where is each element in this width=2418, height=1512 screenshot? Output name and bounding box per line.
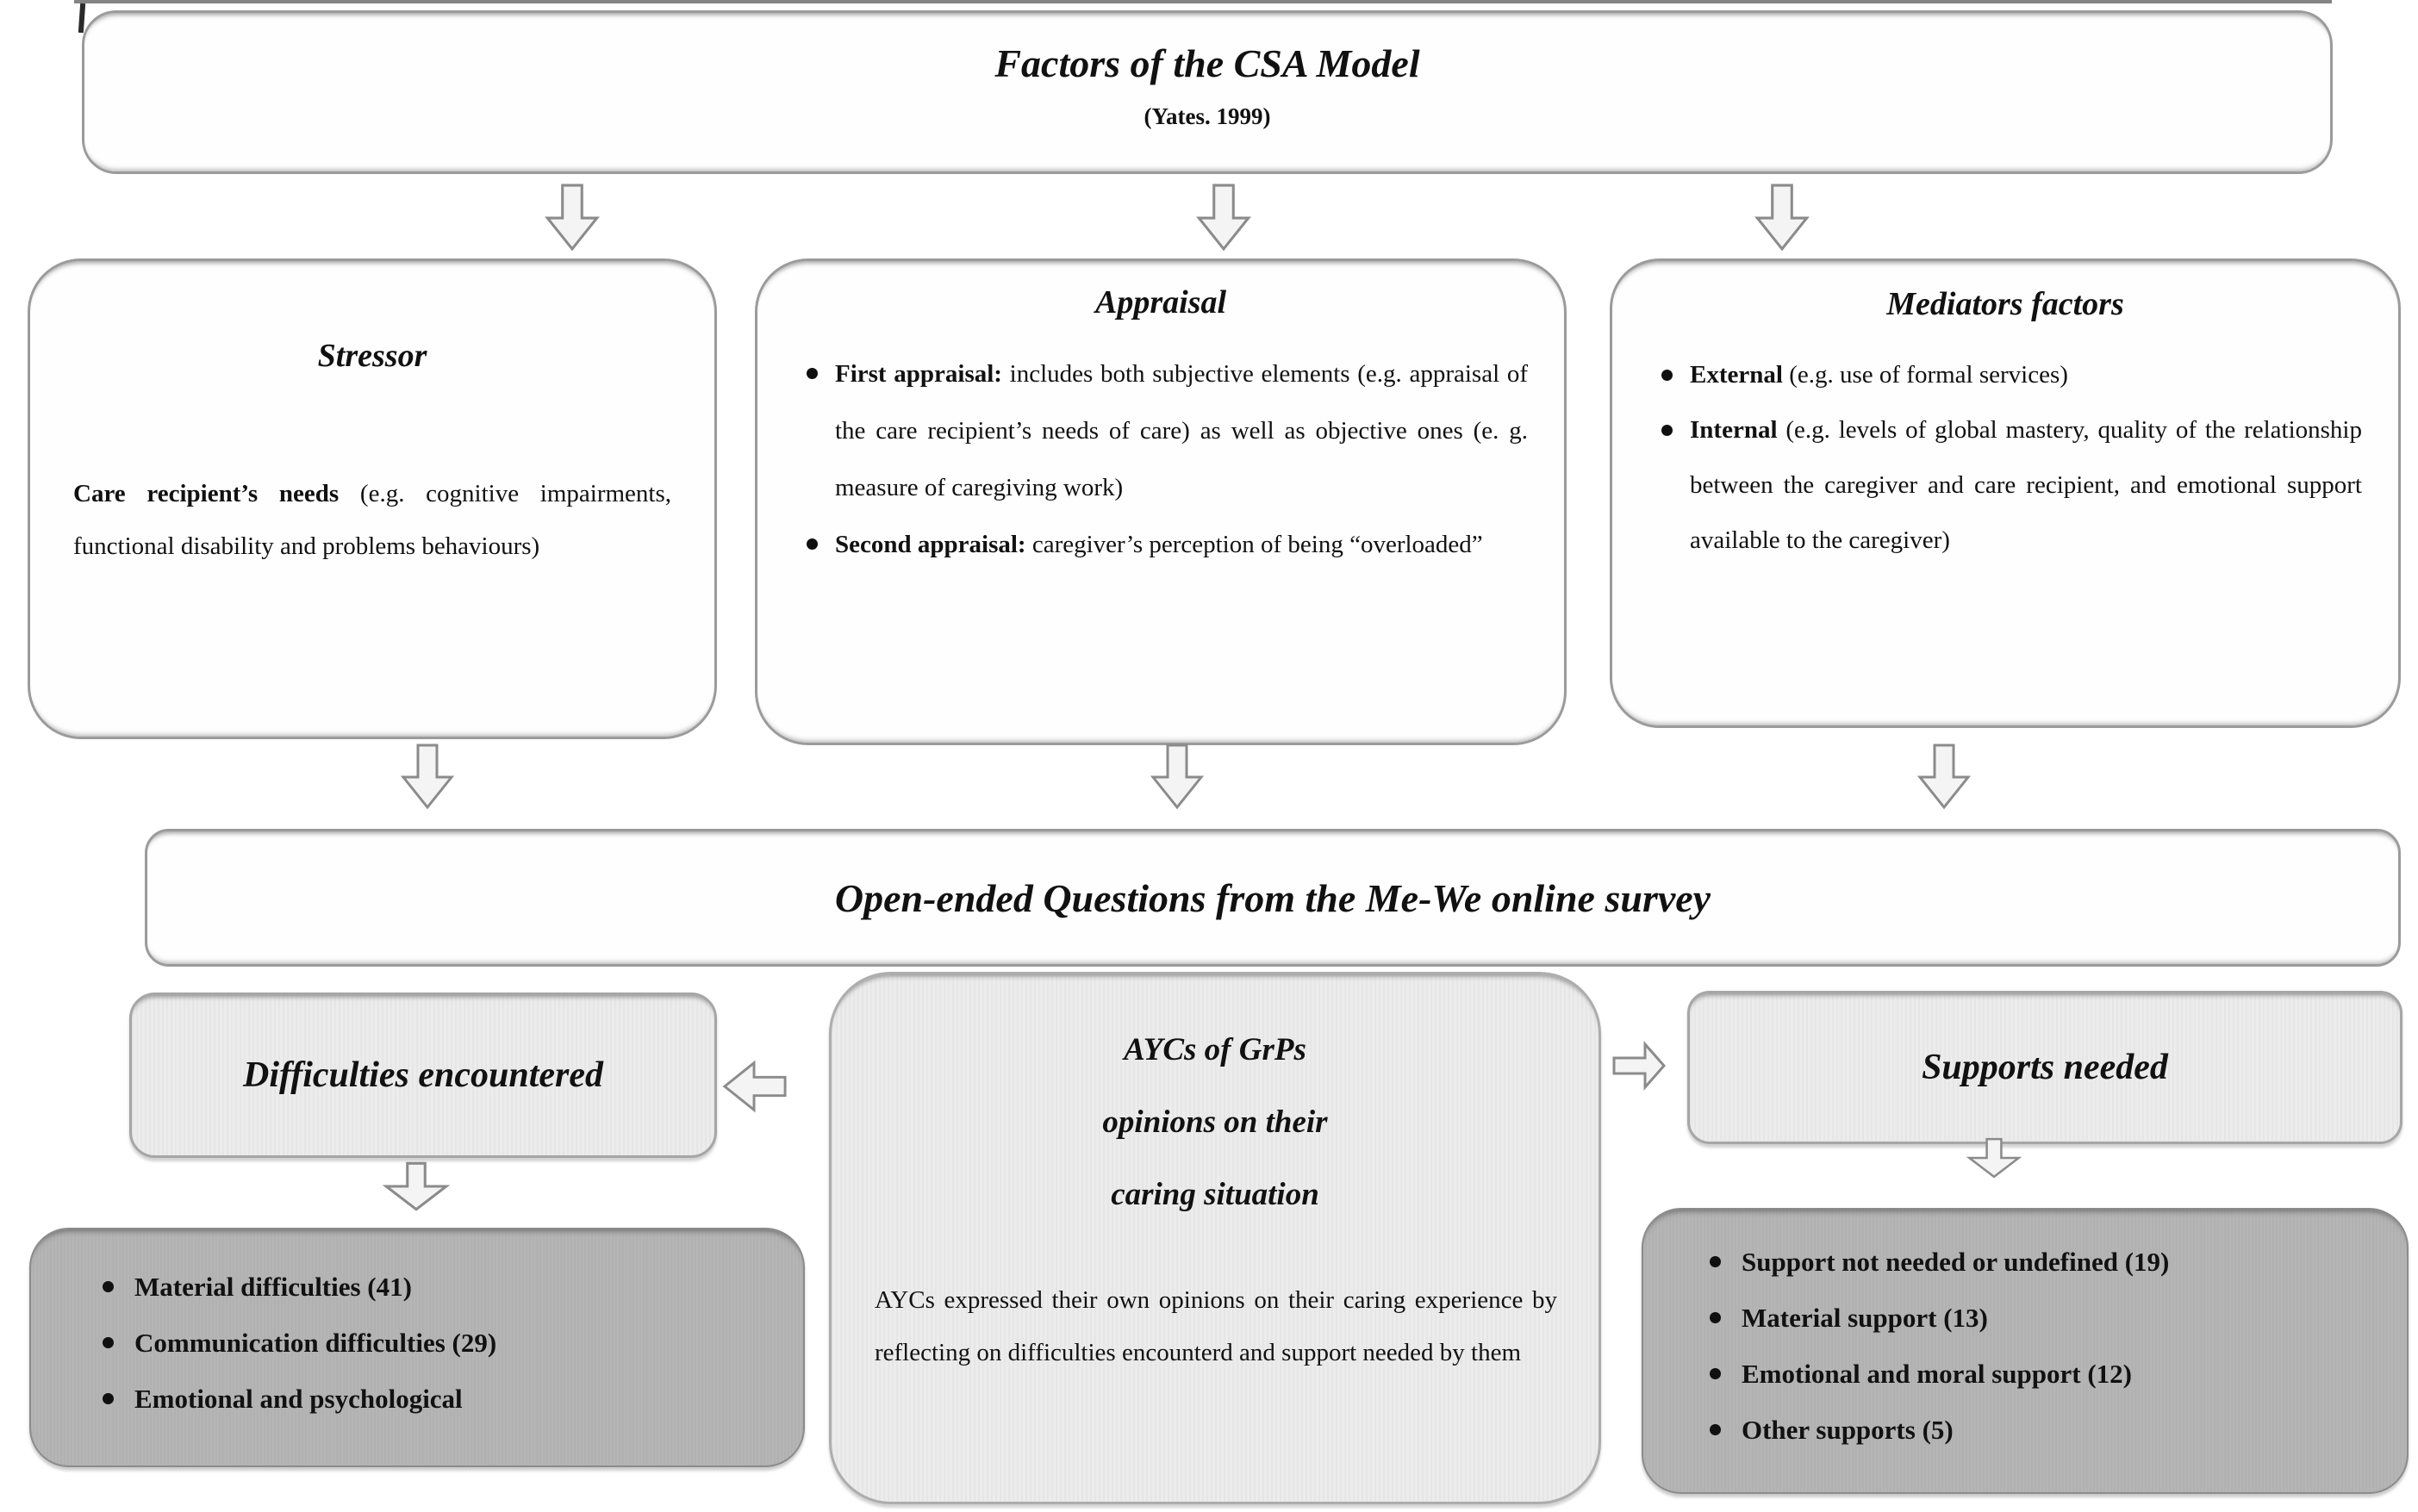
list-item: Internal (e.g. levels of global mastery,… (1643, 402, 2362, 568)
bullet-icon (1688, 1302, 1742, 1323)
down-arrow-icon (383, 1161, 450, 1211)
bullet-icon (788, 345, 835, 379)
difficulties-title: Difficulties encountered (242, 1055, 604, 1095)
bullet-icon (1688, 1358, 1742, 1379)
aycs-body: AYCs expressed their own opinions on the… (875, 1286, 1557, 1366)
mediators-box: Mediators factors External (e.g. use of … (1610, 258, 2401, 728)
down-arrow-icon (1150, 743, 1205, 810)
survey-banner-box: Open-ended Questions from the Me-We onli… (145, 829, 2401, 967)
list-item: Other supports (5) (1688, 1414, 2383, 1470)
aycs-title: AYCs of GrPs opinions on their caring si… (1102, 1032, 1328, 1212)
list-item: First appraisal: includes both subjectiv… (788, 345, 1528, 516)
list-item: Communication difficulties (29) (81, 1327, 772, 1383)
survey-banner-title: Open-ended Questions from the Me-We onli… (834, 875, 1711, 920)
list-item: Material difficulties (41) (81, 1271, 772, 1327)
difficulties-results-box: Material difficulties (41) Communication… (29, 1228, 805, 1467)
down-arrow-icon (1966, 1132, 2022, 1184)
appraisal-box: Appraisal First appraisal: includes both… (755, 258, 1567, 745)
supports-results-box: Support not needed or undefined (19) Mat… (1642, 1208, 2409, 1494)
down-arrow-icon (1754, 183, 1810, 252)
appraisal-title: Appraisal (1094, 284, 1227, 320)
bullet-icon (81, 1327, 134, 1348)
scan-artifact-line (74, 0, 2332, 3)
aycs-opinions-box: AYCs of GrPs opinions on their caring si… (829, 972, 1601, 1504)
list-item: Emotional and moral support (12) (1688, 1358, 2383, 1414)
figure-title: Factors of the CSA Model (994, 41, 1420, 85)
scan-artifact-tick (78, 3, 86, 34)
stressor-box: Stressor Care recipient’s needs (e.g. co… (28, 258, 717, 739)
bullet-icon (788, 516, 835, 550)
list-item: External (e.g. use of formal services) (1643, 347, 2362, 402)
bullet-icon (1688, 1246, 1742, 1267)
down-arrow-icon (1916, 743, 1972, 810)
left-arrow-icon (722, 1058, 788, 1115)
list-item: Second appraisal: caregiver’s perception… (788, 516, 1528, 573)
stressor-title: Stressor (317, 338, 427, 374)
list-item: Emotional and psychological (81, 1383, 772, 1439)
difficulties-box: Difficulties encountered (129, 992, 717, 1158)
down-arrow-icon (545, 183, 600, 252)
supports-title: Supports needed (1922, 1048, 2168, 1087)
bullet-icon (1688, 1414, 1742, 1435)
mediators-title: Mediators factors (1886, 286, 2124, 322)
bullet-icon (1643, 347, 1690, 381)
figure-citation: (Yates. 1999) (1144, 103, 1271, 129)
supports-box: Supports needed (1687, 991, 2402, 1144)
list-item: Support not needed or undefined (19) (1688, 1246, 2383, 1302)
factors-header-box: Factors of the CSA Model (Yates. 1999) (82, 10, 2333, 174)
appraisal-list: First appraisal: includes both subjectiv… (757, 345, 1564, 573)
stressor-body: Care recipient’s needs (e.g. cognitive i… (73, 480, 671, 560)
down-arrow-icon (400, 743, 455, 810)
bullet-icon (81, 1383, 134, 1404)
down-arrow-icon (1196, 183, 1251, 252)
right-arrow-icon (1611, 1041, 1667, 1091)
bullet-icon (1643, 402, 1690, 436)
bullet-icon (81, 1271, 134, 1292)
list-item: Material support (13) (1688, 1302, 2383, 1358)
mediators-list: External (e.g. use of formal services) I… (1612, 347, 2398, 568)
